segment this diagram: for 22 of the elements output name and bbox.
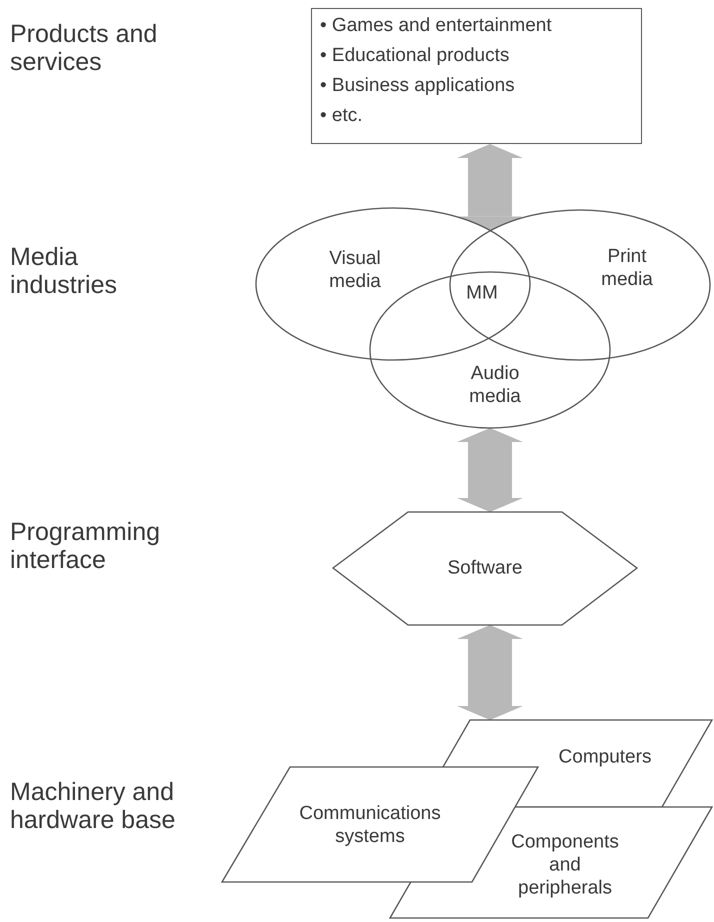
row-label: Media industries — [10, 243, 118, 299]
venn-ellipse — [450, 210, 710, 360]
row-label: Programming interface — [10, 518, 162, 574]
node-label: Software — [446, 556, 524, 580]
list-item: • Games and entertainment — [320, 14, 553, 38]
node-label: Computers — [558, 746, 652, 768]
venn-ellipse — [256, 208, 530, 360]
node-label: Audio media — [468, 362, 522, 408]
row-label: Machinery and hardware base — [10, 778, 176, 834]
overlap-label: MM — [466, 282, 498, 304]
node-label: Communications systems — [298, 802, 442, 848]
block-arrow — [457, 428, 523, 512]
node-label: Components and peripherals — [510, 830, 620, 900]
row-label: Products and services — [10, 20, 158, 76]
block-arrow — [457, 625, 523, 720]
node-label: Print media — [600, 245, 654, 291]
list-box — [311, 8, 642, 144]
list-item: • etc. — [320, 104, 364, 128]
block-arrow — [457, 144, 523, 230]
list-item: • Educational products — [320, 44, 510, 68]
node-label: Visual media — [328, 247, 382, 293]
list-item: • Business applications — [320, 74, 516, 98]
